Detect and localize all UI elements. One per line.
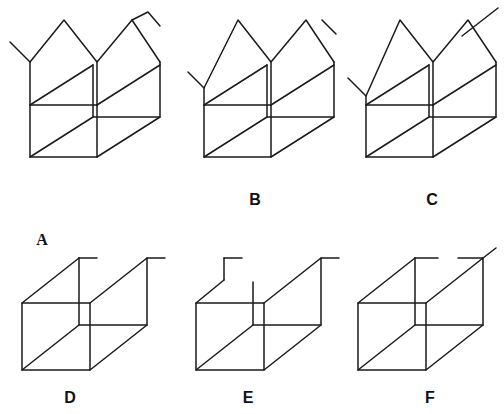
figure-letter: F (425, 390, 435, 406)
box-figure-e (196, 258, 339, 370)
figure-letter: C (426, 192, 438, 208)
figure-letter: A (36, 232, 48, 248)
box-figure-b (188, 20, 336, 157)
figure-letter: B (249, 192, 261, 208)
figure-letter: E (243, 390, 254, 406)
box-figure-c (348, 8, 498, 157)
box-figure-f (358, 248, 496, 370)
box-figure-d (22, 258, 165, 370)
figure-letter: D (64, 390, 76, 406)
box-figure-a (10, 12, 160, 157)
